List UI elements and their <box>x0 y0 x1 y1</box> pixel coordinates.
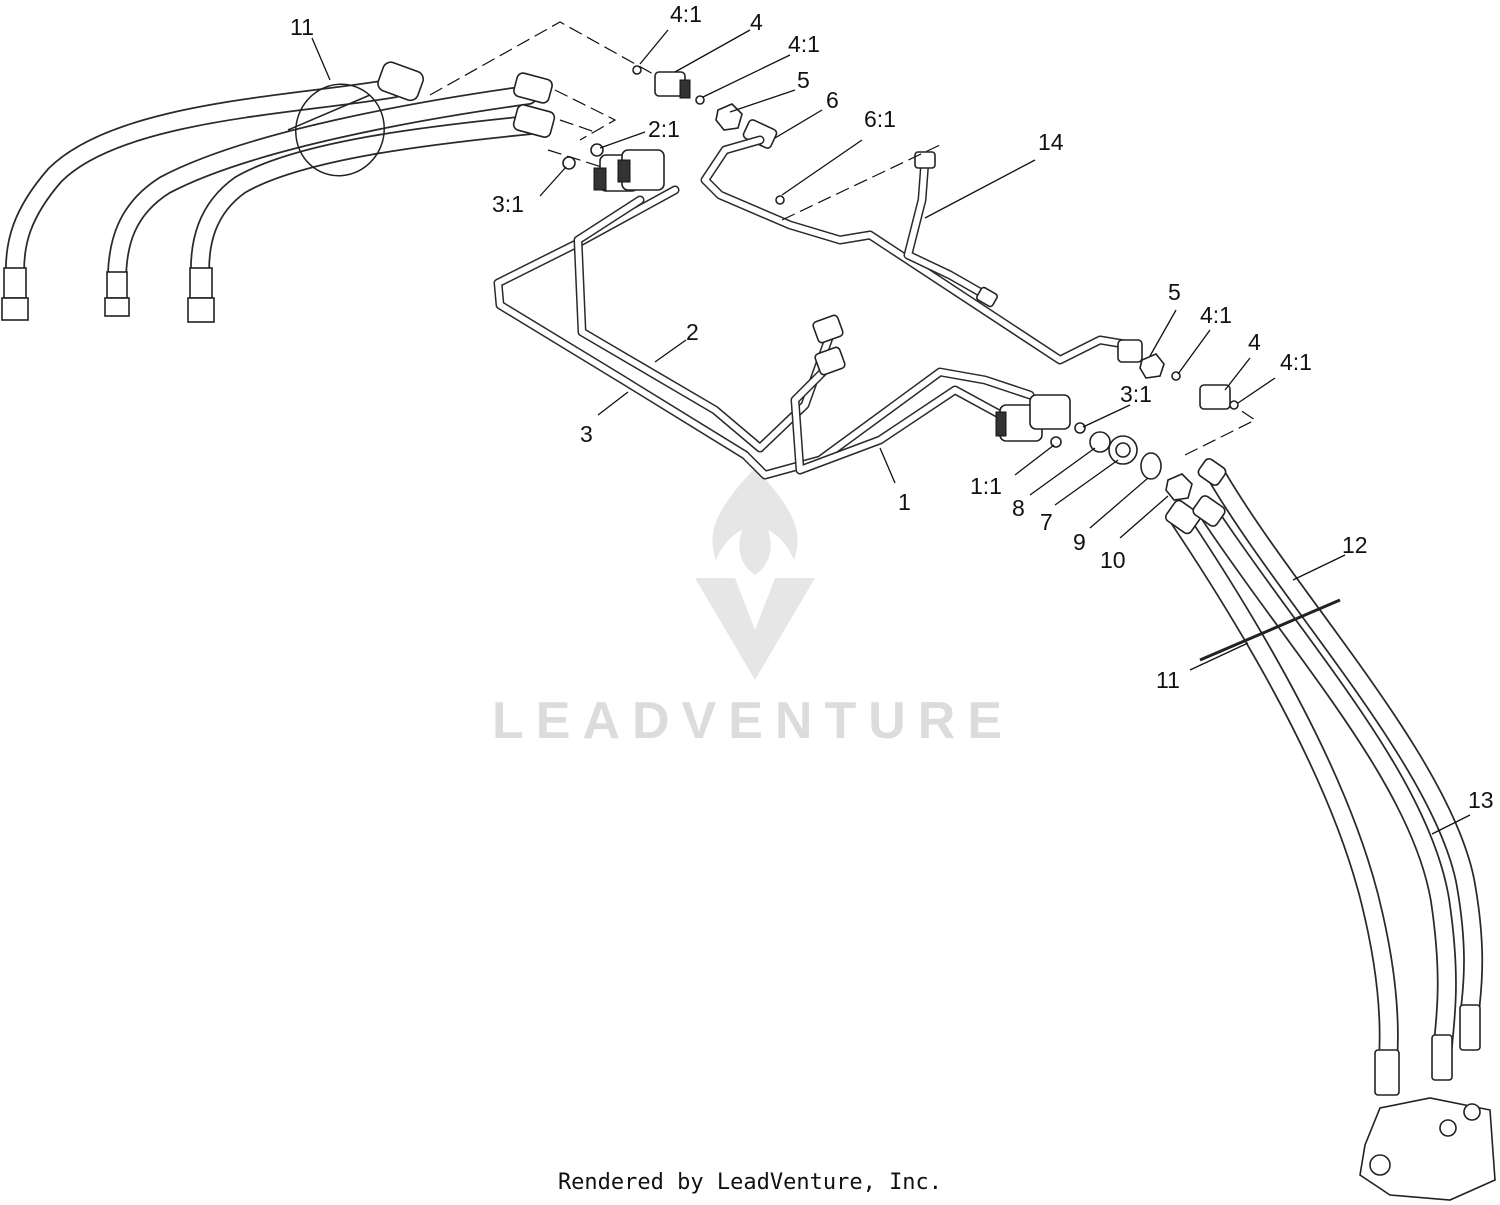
hydraulic-tubes <box>493 135 1135 480</box>
callout-4-1-right-b: 4:1 <box>1280 349 1312 375</box>
assembly-lines <box>429 21 1257 456</box>
callout-11-bottom: 11 <box>1156 667 1180 693</box>
callout-4-1-right: 4:1 <box>1200 302 1232 328</box>
callout-labels: 11 4:1 4 4:1 5 6 6:1 14 2:1 3:1 2 3 5 4:… <box>290 1 1494 813</box>
callout-4-right: 4 <box>1248 329 1261 355</box>
lower-right-hoses <box>1164 458 1496 1201</box>
callout-4-1-top-b: 4:1 <box>788 31 820 57</box>
callout-4-top: 4 <box>750 9 763 35</box>
callout-3: 3 <box>580 421 593 447</box>
callout-4-1-top: 4:1 <box>670 1 702 27</box>
callout-12: 12 <box>1342 532 1368 558</box>
callout-3-1-top: 3:1 <box>492 191 524 217</box>
callout-1-1: 1:1 <box>970 473 1002 499</box>
callout-3-1-right: 3:1 <box>1120 381 1152 407</box>
callout-7: 7 <box>1040 509 1053 535</box>
right-fittings <box>995 339 1239 501</box>
callout-8: 8 <box>1012 495 1025 521</box>
callout-13: 13 <box>1468 787 1494 813</box>
callout-5-top: 5 <box>797 67 810 93</box>
callout-14: 14 <box>1038 129 1064 155</box>
callout-11-top: 11 <box>290 14 314 40</box>
callout-2: 2 <box>686 319 699 345</box>
watermark: LEADVENTURE <box>492 468 1014 750</box>
watermark-text: LEADVENTURE <box>492 692 1014 750</box>
callout-5-right: 5 <box>1168 279 1181 305</box>
upper-left-hoses <box>1 61 556 323</box>
footer-credit: Rendered by LeadVenture, Inc. <box>557 1170 943 1195</box>
flame-v-logo-icon <box>695 468 815 680</box>
callout-6: 6 <box>826 87 839 113</box>
callout-9: 9 <box>1073 529 1086 555</box>
callout-6-1: 6:1 <box>864 106 896 132</box>
leader-lines <box>311 29 1471 835</box>
callout-10: 10 <box>1100 547 1126 573</box>
callout-2-1: 2:1 <box>648 116 680 142</box>
callout-1: 1 <box>898 489 911 515</box>
